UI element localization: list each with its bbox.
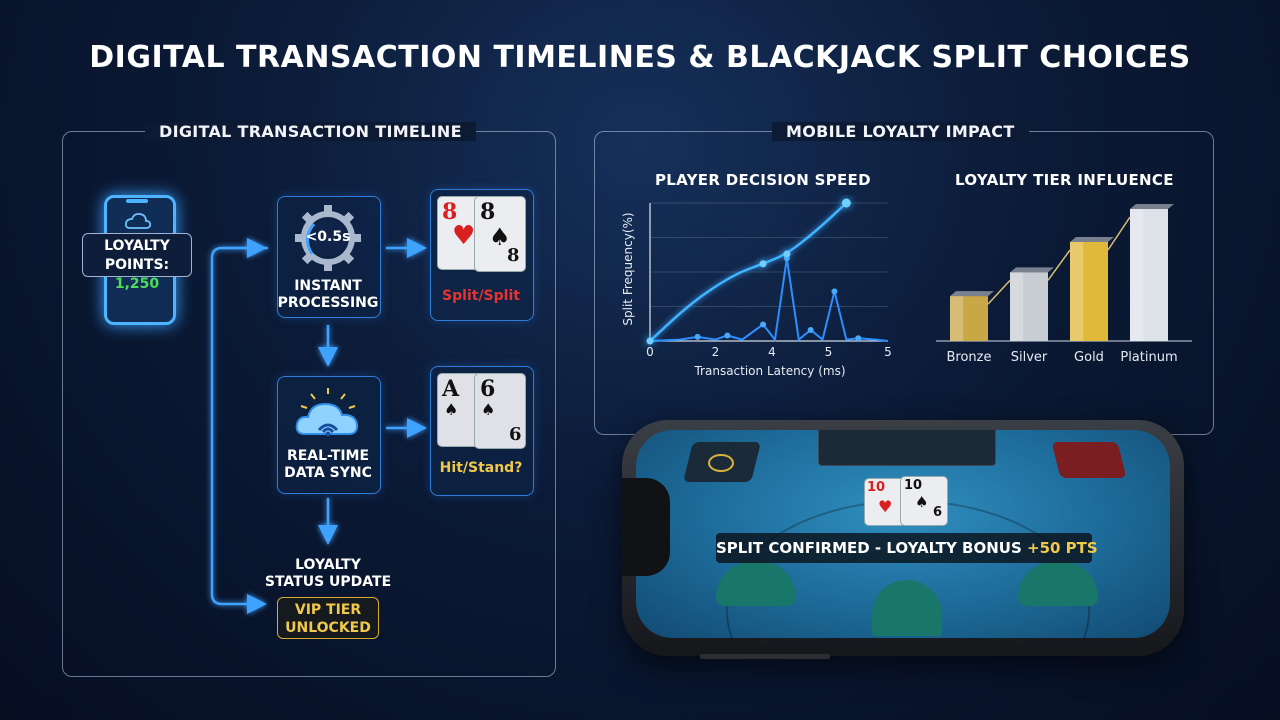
decision-speed-ylabel: Split Frequency(%) bbox=[621, 212, 635, 326]
phone-screen: 10 ♥ 10 ♠ 6 SPLIT CONFIRMED - LOYALTY BO… bbox=[636, 430, 1170, 638]
tier-influence-chart: Bronze Silver Gold Platinum bbox=[936, 204, 1192, 365]
heart-icon: ♥ bbox=[878, 497, 893, 516]
loyalty-points-row: POINTS: 1,250 bbox=[104, 257, 170, 292]
spike-point bbox=[831, 288, 838, 295]
x-tick-label: 4 bbox=[768, 345, 776, 359]
latency-spike-series bbox=[649, 258, 889, 343]
spike-point bbox=[694, 333, 701, 340]
series-point bbox=[646, 337, 654, 345]
playing-card-8-spades: 8 ♠ 8 bbox=[474, 196, 526, 272]
trend-line bbox=[987, 279, 1011, 305]
phone-card-10-hearts: 10 ♥ bbox=[864, 478, 906, 526]
bar-top-face bbox=[1130, 204, 1174, 209]
phone-card-10-spades: 10 ♠ 6 bbox=[900, 476, 948, 526]
loop-connector bbox=[210, 246, 268, 614]
spade-icon: ♠ bbox=[915, 493, 929, 511]
dealer-tray bbox=[818, 430, 996, 466]
decision-speed-chart: 0 2 4 5 5 bbox=[646, 198, 892, 359]
main-title: DIGITAL TRANSACTION TIMELINES & BLACKJAC… bbox=[89, 40, 1191, 75]
cloud-sync-icon bbox=[295, 388, 359, 437]
x-tick-label: 2 bbox=[712, 345, 720, 359]
x-tick-label: 0 bbox=[646, 345, 654, 359]
series-point bbox=[759, 260, 767, 268]
series-point bbox=[783, 250, 791, 258]
bar-top-face bbox=[950, 291, 994, 297]
gear-icon bbox=[295, 205, 361, 271]
series-point bbox=[841, 198, 851, 208]
mobile-loyalty-title: MOBILE LOYALTY IMPACT bbox=[772, 122, 1029, 141]
loyalty-status-label: LOYALTY STATUS UPDATE bbox=[264, 557, 392, 590]
decision-speed-chart-title: PLAYER DECISION SPEED bbox=[655, 171, 871, 189]
split-confirmed-banner: SPLIT CONFIRMED - LOYALTY BONUS +50 PTS bbox=[716, 533, 1098, 563]
bar-highlight bbox=[1130, 209, 1144, 341]
instant-processing-node bbox=[277, 196, 381, 318]
tier-label: Platinum bbox=[1120, 350, 1177, 365]
tier-label: Gold bbox=[1074, 350, 1104, 365]
tier-bar-bronze bbox=[950, 296, 988, 341]
bar-highlight bbox=[950, 296, 964, 341]
bar-highlight bbox=[1010, 272, 1024, 341]
processing-time-badge: <0.5s bbox=[305, 229, 351, 245]
loyalty-points-badge: LOYALTY POINTS: 1,250 bbox=[82, 233, 192, 292]
hit-stand-label: Hit/Stand? bbox=[439, 460, 523, 476]
betting-spot-left bbox=[716, 562, 796, 606]
phone-camera-bump bbox=[622, 478, 670, 576]
tier-label: Bronze bbox=[947, 350, 992, 365]
spike-point bbox=[807, 326, 814, 333]
x-tick-label: 5 bbox=[825, 345, 833, 359]
bar-top-face bbox=[1010, 267, 1054, 273]
tier-bar-silver bbox=[1010, 272, 1048, 341]
tier-label: Silver bbox=[1011, 350, 1048, 365]
tier-bar-gold bbox=[1070, 242, 1108, 341]
phone-notch bbox=[126, 199, 148, 203]
tier-influence-chart-title: LOYALTY TIER INFLUENCE bbox=[955, 171, 1174, 189]
spike-point bbox=[855, 335, 862, 342]
betting-spot-center bbox=[872, 580, 942, 636]
spike-point bbox=[724, 332, 731, 339]
split-split-label: Split/Split bbox=[442, 288, 520, 304]
trend-line bbox=[1107, 216, 1131, 251]
chip-box-right bbox=[1051, 442, 1127, 478]
x-tick-label: 5 bbox=[884, 345, 892, 359]
cloud-icon bbox=[124, 212, 152, 229]
chip-icon bbox=[708, 454, 734, 472]
phone-side-buttons bbox=[700, 654, 830, 659]
loyalty-points-value: 1,250 bbox=[114, 276, 160, 292]
loyalty-points-label: LOYALTY bbox=[104, 238, 170, 254]
decision-speed-xlabel: Transaction Latency (ms) bbox=[694, 364, 846, 378]
vip-tier-badge: VIP TIER UNLOCKED bbox=[277, 597, 379, 639]
playing-card-6-spades: 6 ♠ 6 bbox=[474, 373, 526, 449]
bar-highlight bbox=[1070, 242, 1084, 341]
bar-top-face bbox=[1070, 237, 1114, 242]
tier-bar-platinum bbox=[1130, 209, 1168, 341]
realtime-sync-label: REAL-TIME DATA SYNC bbox=[284, 448, 372, 481]
instant-processing-label: INSTANT PROCESSING bbox=[277, 278, 379, 311]
trend-line bbox=[1047, 249, 1071, 281]
spike-point bbox=[760, 321, 767, 328]
transaction-timeline-title: DIGITAL TRANSACTION TIMELINE bbox=[145, 122, 476, 141]
betting-spot-right bbox=[1018, 562, 1098, 606]
